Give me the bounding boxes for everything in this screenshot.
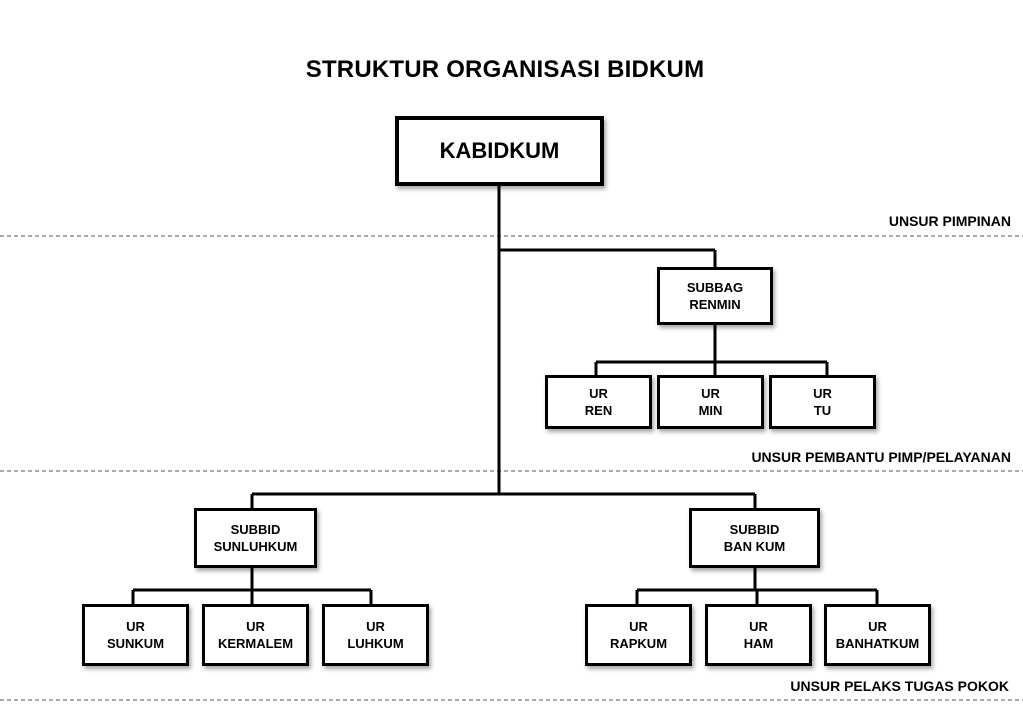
unit-box-ham: UR HAM <box>705 604 812 666</box>
subbid-sunluhkum-box: SUBBID SUNLUHKUM <box>194 508 317 568</box>
box-line-2: SUNKUM <box>106 636 165 651</box>
unit-box-ren: UR REN <box>545 375 652 429</box>
page-title: STRUKTUR ORGANISASI BIDKUM <box>305 56 705 83</box>
box-line-2: LUHKUM <box>347 636 404 651</box>
box-line-2: RAPKUM <box>609 636 668 651</box>
box-line-1: SUBBID <box>729 522 780 537</box>
subbag-renmin-box: SUBBAG RENMIN <box>657 267 773 325</box>
unit-box-tu: UR TU <box>769 375 876 429</box>
unit-box-min: UR MIN <box>657 375 764 429</box>
kabidkum-label: KABIDKUM <box>439 138 560 163</box>
box-line-1: UR <box>813 386 832 401</box>
box-line-2: SUNLUHKUM <box>213 539 298 554</box>
box-line-1: UR <box>589 386 608 401</box>
unit-box-sunkum: UR SUNKUM <box>82 604 189 666</box>
box-line-1: UR <box>629 619 648 634</box>
box-line-2: KERMALEM <box>217 636 294 651</box>
box-line-1: SUBBAG <box>686 280 744 295</box>
box-line-1: UR <box>868 619 887 634</box>
unit-box-luhkum: UR LUHKUM <box>322 604 429 666</box>
box-line-2: REN <box>584 403 613 418</box>
box-line-2: HAM <box>743 636 774 651</box>
zone-label-leadership: UNSUR PIMPINAN <box>888 213 1011 229</box>
box-line-2: BAN KUM <box>723 539 786 554</box>
box-line-2: MIN <box>698 403 723 418</box>
box-line-2: BANHATKUM <box>835 636 920 651</box>
unit-box-kermalem: UR KERMALEM <box>202 604 309 666</box>
zone-label-support: UNSUR PEMBANTU PIMP/PELAYANAN <box>751 449 1011 465</box>
box-line-1: UR <box>701 386 720 401</box>
box-line-1: UR <box>366 619 385 634</box>
unit-box-rapkum: UR RAPKUM <box>585 604 692 666</box>
box-line-1: UR <box>749 619 768 634</box>
kabidkum-box: KABIDKUM <box>395 116 604 186</box>
unit-box-banhatkum: UR BANHATKUM <box>824 604 931 666</box>
zone-label-core: UNSUR PELAKS TUGAS POKOK <box>790 678 1009 694</box>
box-line-1: UR <box>246 619 265 634</box>
subbid-bankum-box: SUBBID BAN KUM <box>689 508 820 568</box>
box-line-2: RENMIN <box>689 297 741 312</box>
box-line-1: UR <box>126 619 145 634</box>
box-line-1: SUBBID <box>230 522 281 537</box>
box-line-2: TU <box>813 403 832 418</box>
